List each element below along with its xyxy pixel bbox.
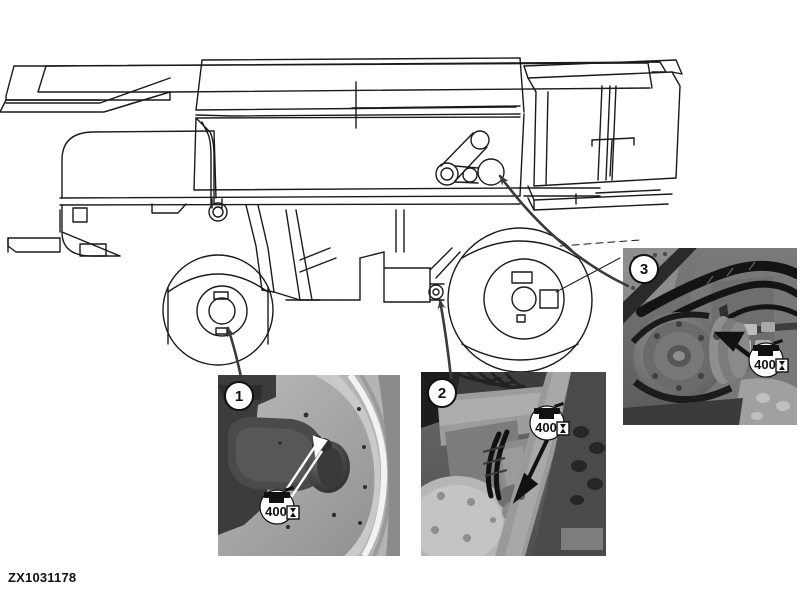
leader-line-3 [498, 174, 630, 288]
hourglass-icon [286, 505, 300, 520]
figure-caption: ZX1031178 [8, 570, 77, 585]
grease-interval-badge-3: 400 [748, 339, 789, 378]
grease-interval-badge-2: 400 [529, 402, 570, 441]
interval-value-1: 400 [265, 504, 287, 519]
pivot-bearing-photo [421, 372, 606, 556]
interval-value-2: 400 [535, 420, 557, 435]
grease-interval-badge-1: 400 [259, 486, 300, 525]
interval-value-3: 400 [754, 357, 776, 372]
grease-gun-icon [753, 339, 783, 356]
step-number-1: 1 [224, 381, 254, 411]
step-number-2: 2 [427, 378, 457, 408]
axle-hub-photo [218, 375, 400, 556]
hourglass-icon [775, 358, 789, 373]
step-number-3: 3 [629, 254, 659, 284]
leader-line-2 [437, 298, 453, 380]
grease-gun-icon [264, 486, 294, 503]
leader-line-1 [226, 326, 244, 384]
grease-gun-icon [534, 402, 564, 419]
hourglass-icon [556, 421, 570, 436]
